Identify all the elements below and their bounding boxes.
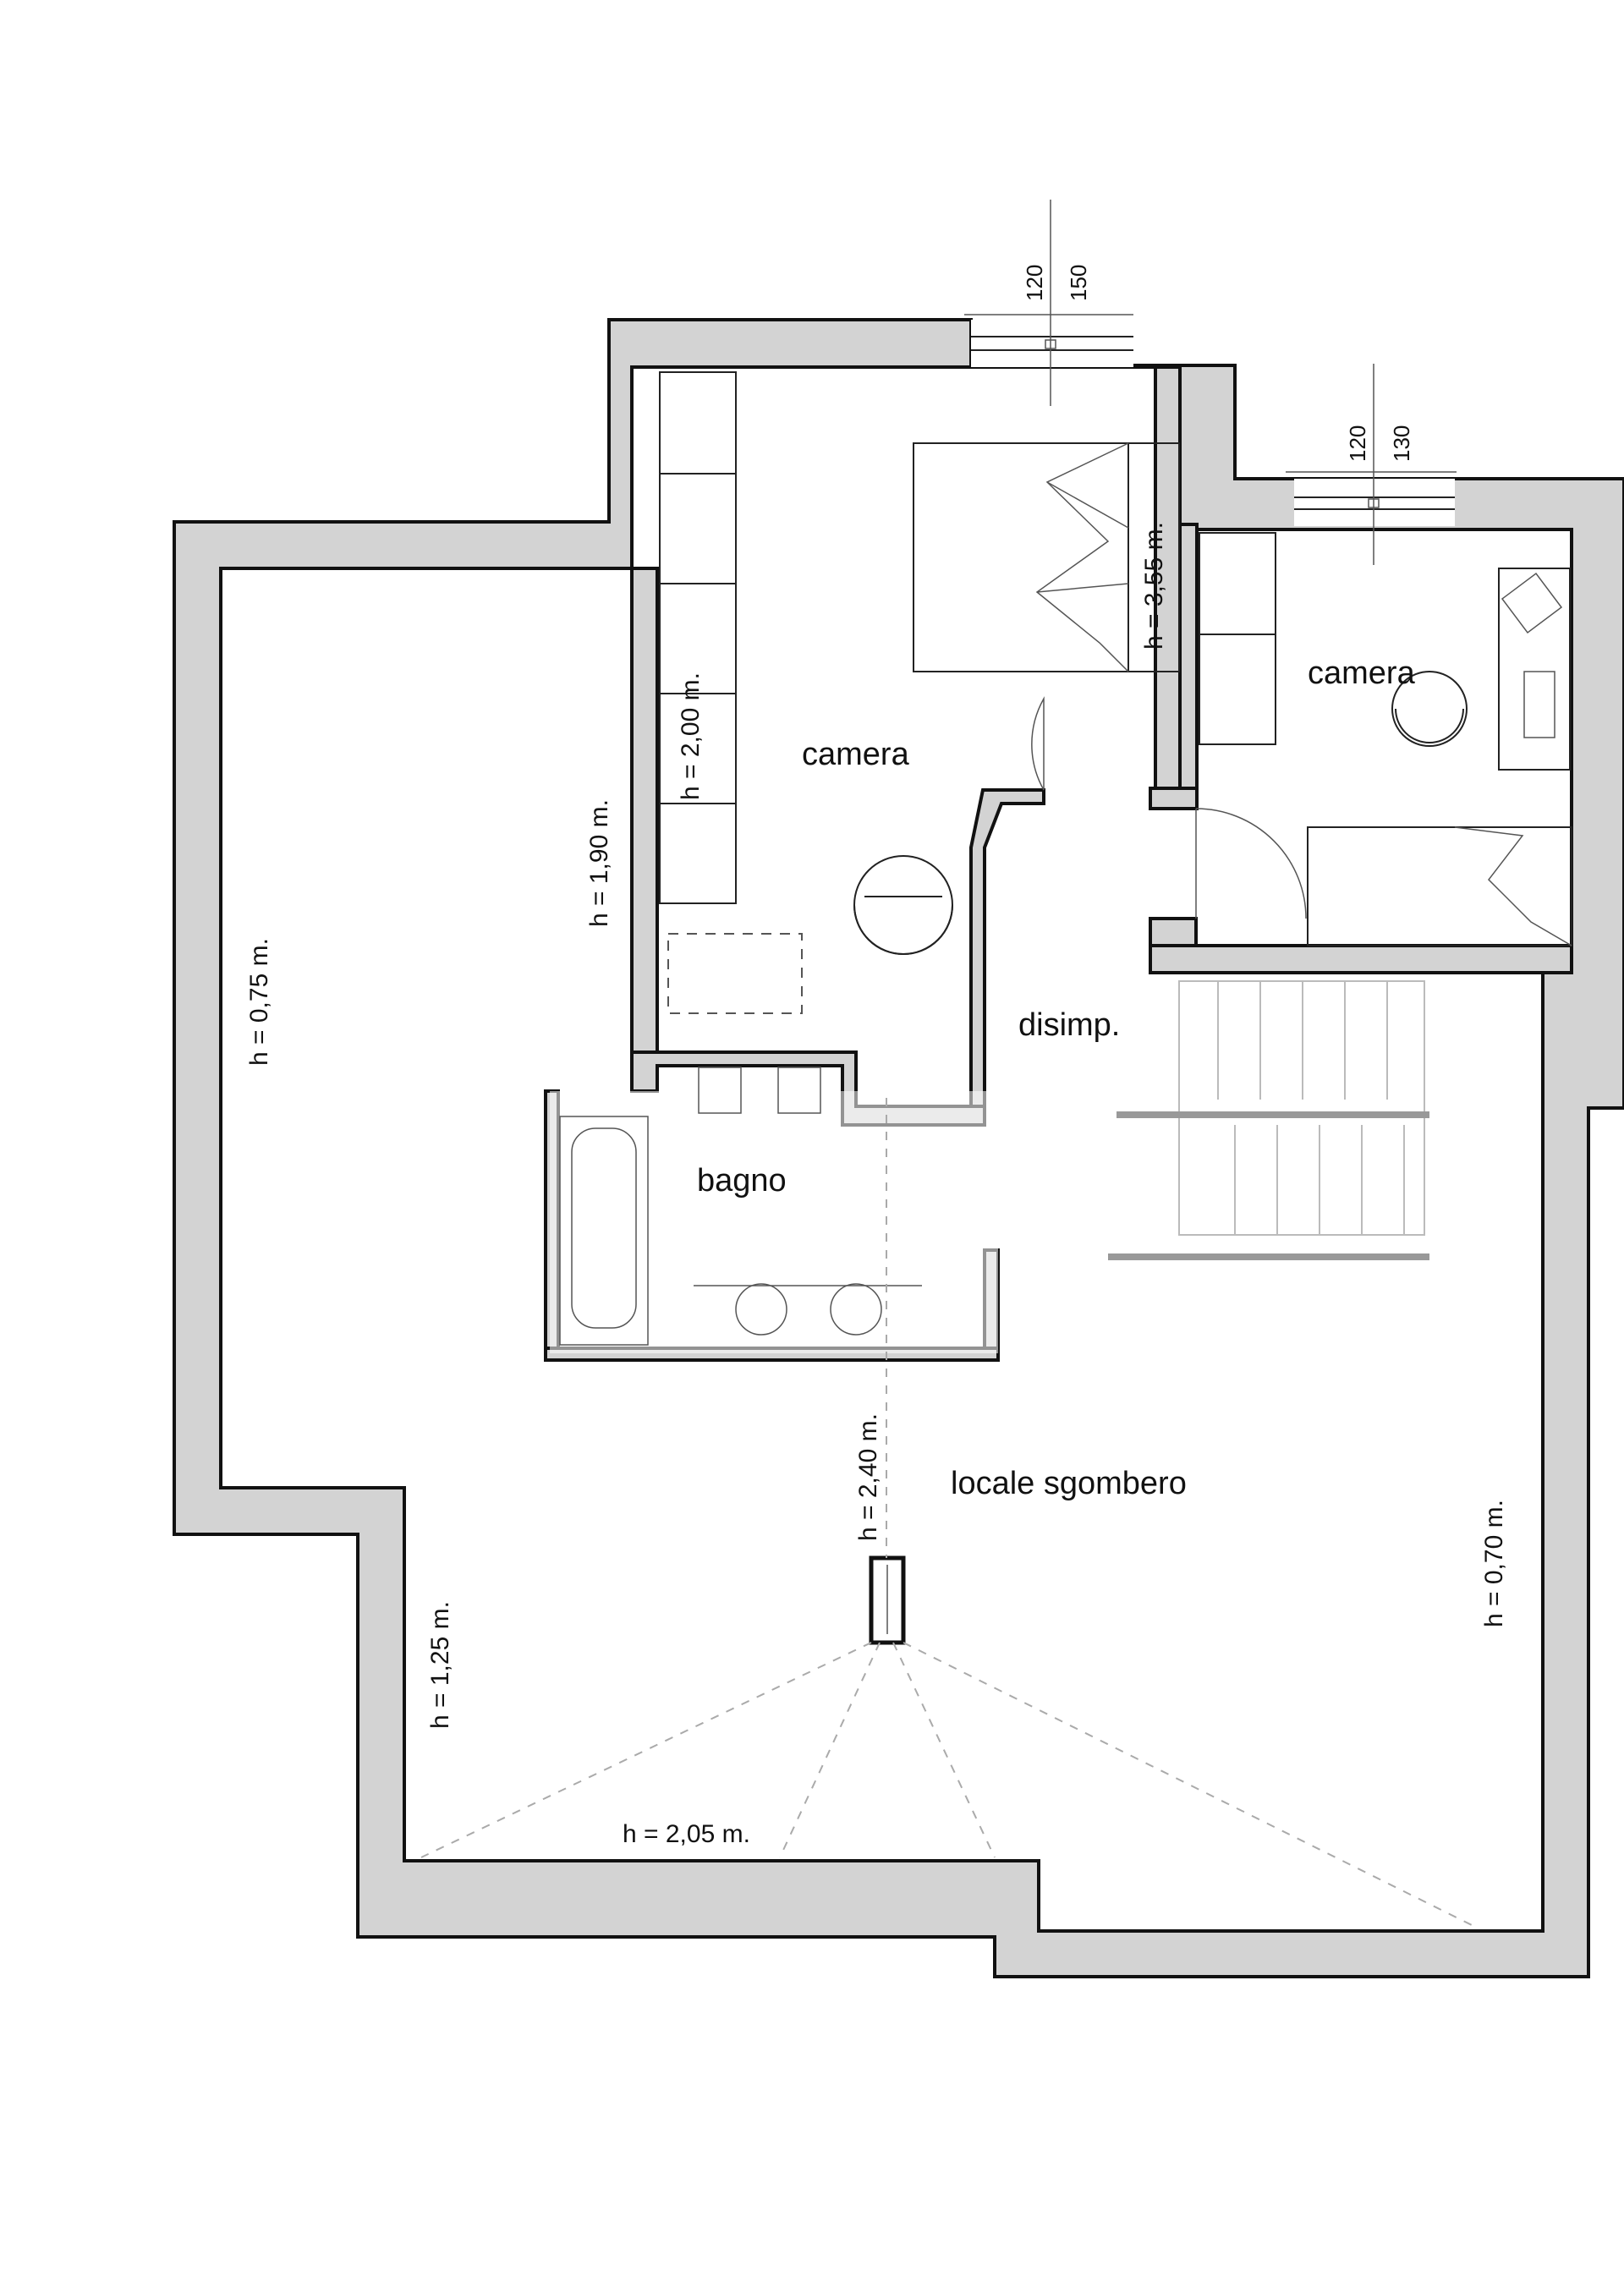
- window-main-height: 150: [1066, 265, 1091, 301]
- window-small: [1294, 479, 1455, 526]
- window-main: [971, 320, 1133, 367]
- stairs: [1108, 980, 1429, 1260]
- label-camera-main: camera: [802, 737, 910, 772]
- height-125: h = 1,25 m.: [426, 1601, 454, 1729]
- label-disimpegno: disimp.: [1018, 1007, 1120, 1043]
- door-small-camera: [1195, 808, 1307, 919]
- height-205: h = 2,05 m.: [623, 1820, 750, 1848]
- label-locale-sgombero: locale sgombero: [951, 1466, 1187, 1501]
- partition-small-camera-bottom: [1149, 944, 1573, 974]
- window-main-width: 120: [1022, 265, 1047, 301]
- height-075: h = 0,75 m.: [245, 938, 273, 1066]
- height-070: h = 0,70 m.: [1480, 1500, 1508, 1627]
- wardrobe: [659, 371, 737, 904]
- desk-dashed: [667, 933, 803, 1014]
- double-bed: [913, 442, 1180, 672]
- height-190: h = 1,90 m.: [585, 799, 613, 927]
- height-240: h = 2,40 m.: [854, 1413, 882, 1541]
- window-small-width: 120: [1345, 425, 1370, 462]
- wardrobe-small: [1199, 532, 1276, 745]
- sink-toilet: [694, 1067, 922, 1336]
- chair-main: [853, 855, 953, 955]
- window-small-height: 130: [1389, 425, 1414, 462]
- partition-left: [630, 567, 659, 1054]
- door-main-camera: [1031, 696, 1045, 791]
- single-bed: [1307, 826, 1572, 946]
- height-200: h = 2,00 m.: [677, 672, 705, 800]
- chair-small: [1391, 671, 1468, 747]
- label-bagno: bagno: [697, 1163, 787, 1199]
- desk-small: [1498, 568, 1571, 771]
- label-camera-small: camera: [1308, 656, 1416, 691]
- height-355: h = 3,55 m.: [1140, 522, 1168, 650]
- bathtub: [559, 1116, 649, 1346]
